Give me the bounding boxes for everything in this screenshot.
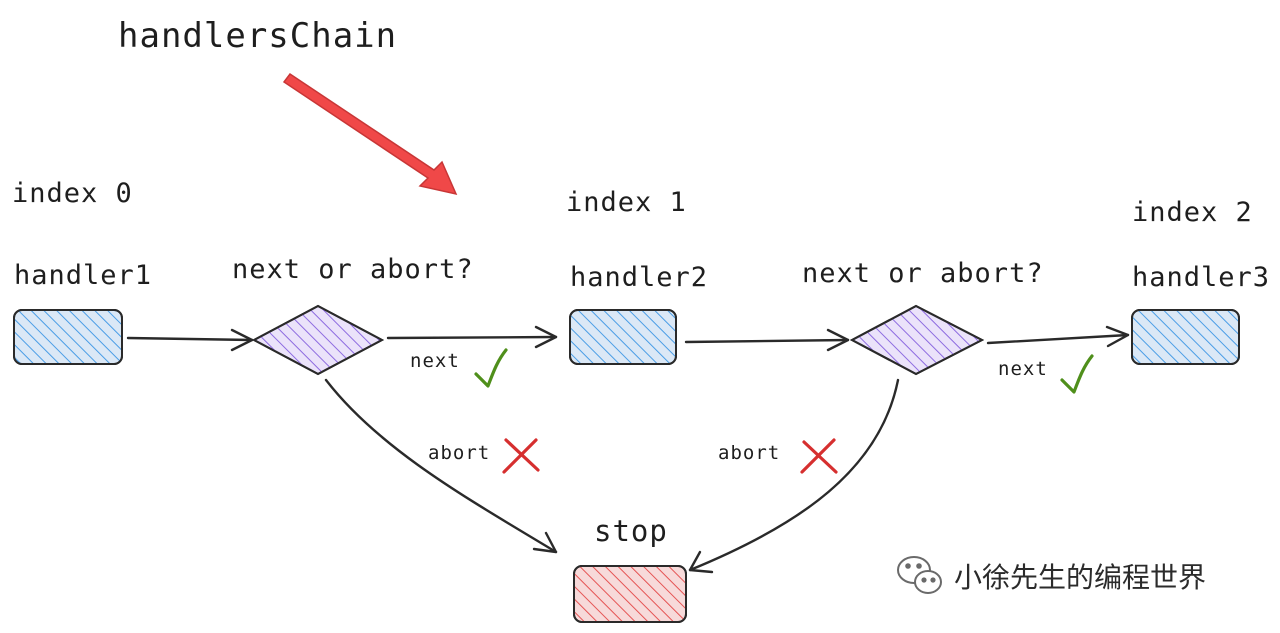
edge-decision2-handler3-next [986, 325, 1130, 348]
cross-icon [502, 438, 540, 474]
next-label: next [998, 358, 1048, 380]
handler3-index-label: index 2 [1132, 197, 1253, 228]
cross-icon [800, 438, 838, 474]
decision2-question: next or abort? [802, 258, 1044, 289]
next-label: next [410, 350, 460, 372]
handler3-name: handler3 [1132, 262, 1271, 293]
stop-label: stop [594, 514, 668, 548]
wechat-logo-icon [897, 556, 942, 594]
check-icon [474, 348, 508, 388]
abort-label: abort [428, 442, 491, 464]
pointer-arrow [282, 72, 458, 196]
edge-decision2-stop-abort [688, 378, 900, 574]
diagram-title: handlersChain [118, 16, 398, 56]
edge-handler2-decision2 [684, 328, 850, 352]
handler2-index-label: index 1 [566, 187, 687, 218]
handler2-name: handler2 [570, 262, 709, 293]
handler1-index-label: index 0 [12, 178, 133, 209]
edge-handler1-decision1 [126, 328, 254, 352]
edge-decision1-stop-abort [324, 378, 558, 554]
abort-label: abort [718, 442, 781, 464]
handler1-name: handler1 [14, 260, 153, 291]
check-icon [1060, 354, 1094, 394]
edge-decision1-handler2-next [386, 325, 558, 349]
watermark-text: 小徐先生的编程世界 [954, 561, 1207, 594]
decision1-question: next or abort? [232, 254, 474, 285]
